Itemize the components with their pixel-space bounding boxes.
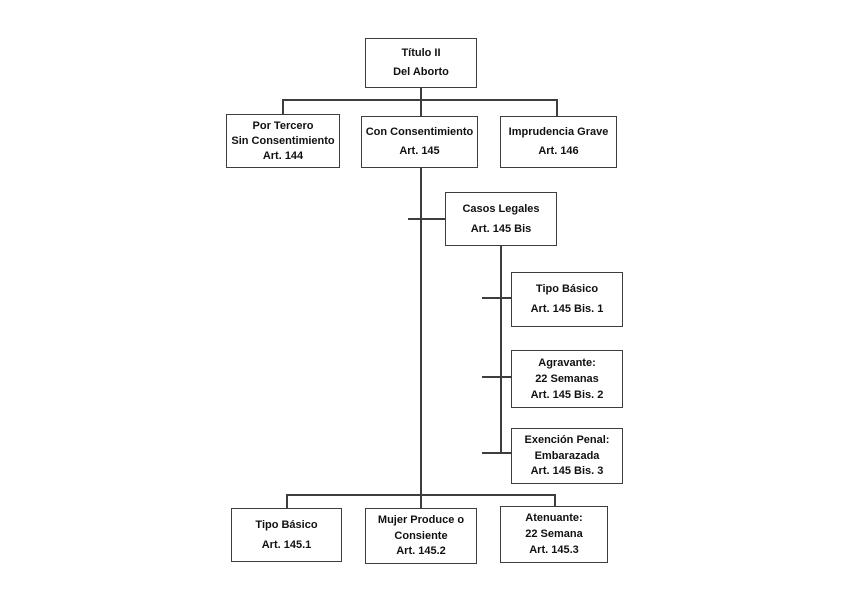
connector-main-vertical-spine [420, 168, 422, 495]
node-line: Art. 145.1 [261, 538, 312, 551]
connector-drop-atenuante [554, 494, 556, 507]
node-line: Sin Consentimiento [231, 134, 335, 147]
node-line: Art. 144 [262, 149, 304, 162]
node-line: Art. 145.3 [529, 544, 579, 557]
node-line: Embarazada [534, 449, 600, 462]
node-line: Art. 145 Bis [470, 222, 532, 235]
connector-drop-tipo-basico-145 [286, 494, 288, 509]
connector-drop-mujer-produce [420, 494, 422, 509]
node-line: Art. 145 [399, 145, 440, 158]
node-line: Imprudencia Grave [508, 125, 609, 138]
node-line: Art. 145.2 [396, 545, 446, 558]
node-line: Por Tercero [252, 119, 314, 132]
node-line: Art. 145 Bis. 2 [530, 388, 604, 401]
connector-branch-exencion [482, 452, 511, 454]
node-line: Tipo Básico [255, 518, 318, 531]
connector-titulo-down [420, 88, 422, 100]
node-line: Art. 146 [538, 145, 579, 158]
node-line: Título II [401, 47, 441, 60]
node-line: 22 Semanas [535, 372, 599, 385]
connector-drop-con-consentimiento [420, 99, 422, 117]
connector-branch-casos-legales [408, 218, 445, 220]
node-line: Atenuante: [525, 512, 583, 525]
node-line: Exención Penal: [524, 434, 610, 447]
connector-branch-agravante [482, 376, 511, 378]
node-line: Art. 145 Bis. 3 [530, 465, 604, 478]
node-line: Consiente [394, 529, 448, 542]
node-line: Del Aborto [393, 66, 449, 79]
node-line: Art. 145 Bis. 1 [530, 303, 604, 316]
node-line: Agravante: [538, 356, 596, 369]
connector-drop-imprudencia [556, 99, 558, 117]
node-line: Con Consentimiento [365, 125, 474, 138]
node-line: Casos Legales [462, 202, 540, 215]
node-line: Mujer Produce o [377, 514, 465, 527]
node-line: Tipo Básico [535, 282, 599, 295]
node-titulo-ii: Título II Del Aborto [365, 38, 477, 88]
node-line: 22 Semana [525, 528, 583, 541]
connector-branch-tipo-basico-bis [482, 297, 511, 299]
connector-drop-por-tercero [282, 99, 284, 115]
connector-casos-vertical-spine [500, 246, 502, 453]
